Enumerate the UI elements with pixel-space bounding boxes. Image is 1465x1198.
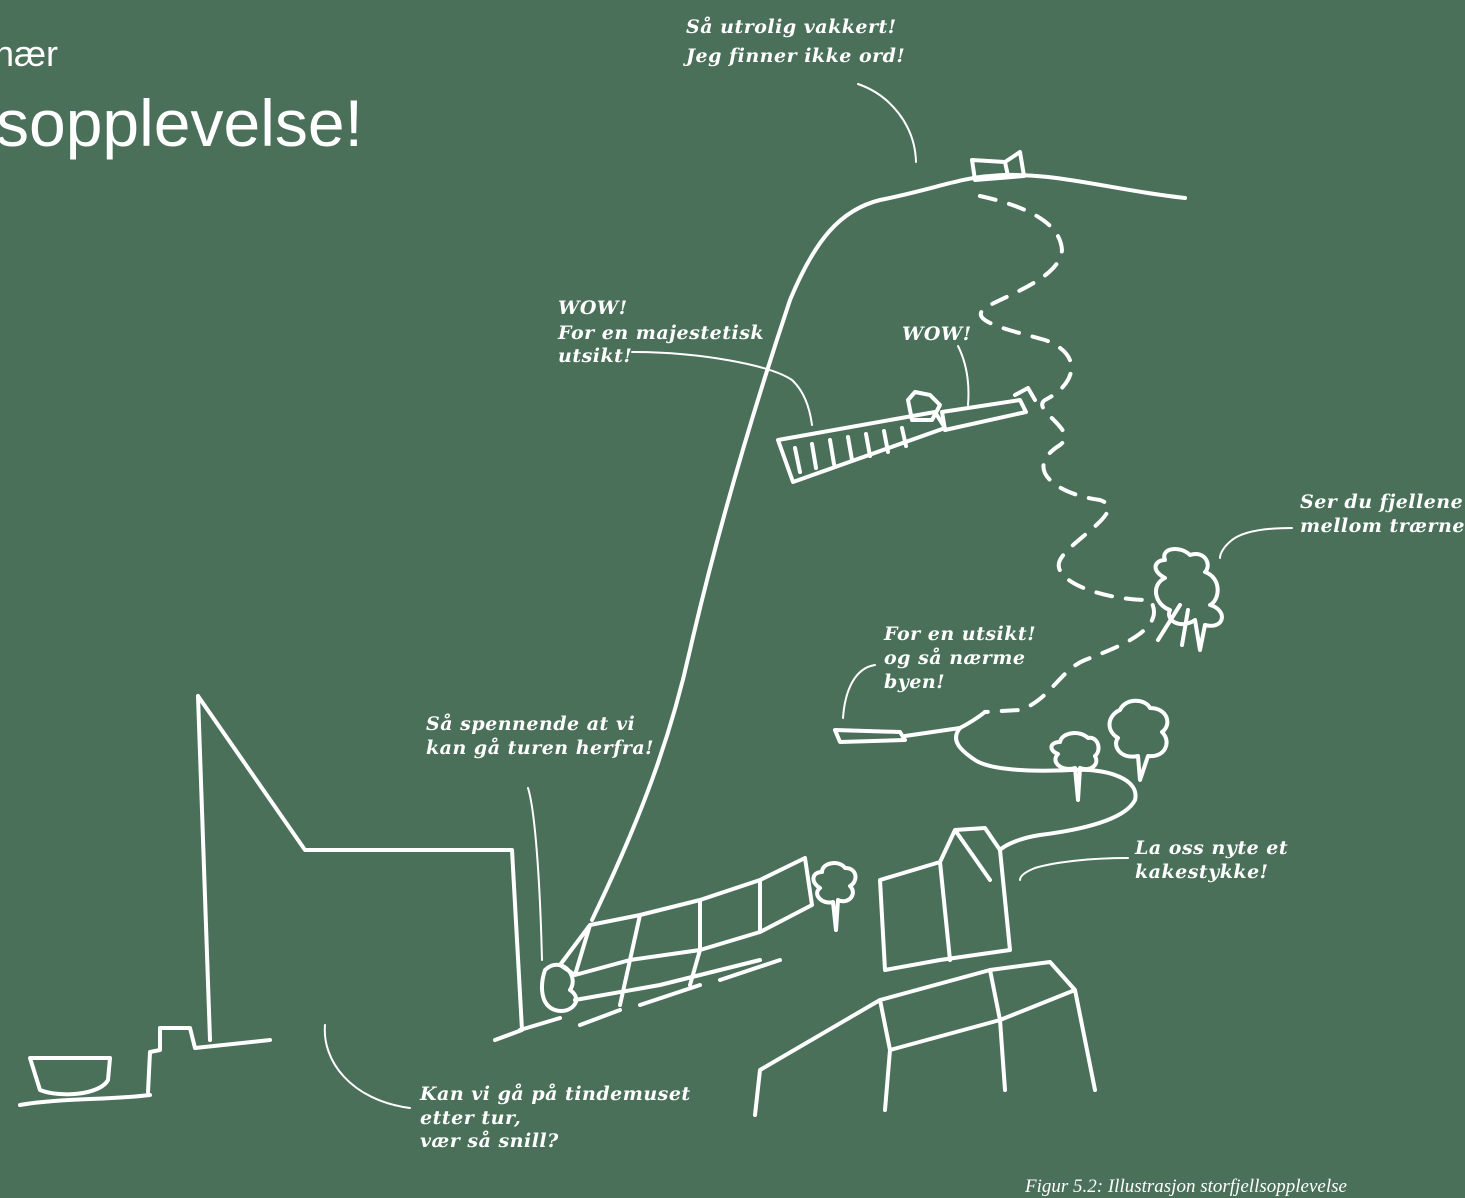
- speech-wow-small: WOW!: [902, 323, 972, 345]
- callout-line-start: [528, 788, 542, 960]
- callout-line-city: [843, 665, 875, 718]
- stone-blocks-left: [560, 858, 812, 1005]
- callout-line-majestic: [632, 352, 812, 425]
- figure-caption: Figur 5.2: Illustrasjon storfjellsopplev…: [1025, 1176, 1347, 1198]
- callout-line-museum: [325, 1025, 410, 1108]
- speech-wow-majestic: WOW! For en majestetisk utsikt!: [557, 297, 771, 367]
- callout-line-wow: [958, 346, 968, 405]
- stone-blocks-front: [755, 962, 1095, 1115]
- tree-cliff: [813, 863, 855, 930]
- callout-line-top: [858, 84, 916, 162]
- lower-viewpoint: [835, 712, 985, 742]
- viewpoint-platform: [778, 412, 945, 482]
- speech-top: Så utrolig vakkert! Jeg finner ikke ord!: [683, 15, 905, 67]
- rock-pile: [520, 960, 780, 1030]
- speech-museum: Kan vi gå på tindemuset etter tur, vær s…: [419, 1082, 698, 1152]
- tree-right-small: [1051, 733, 1098, 800]
- boat-shape: [20, 1058, 150, 1105]
- stone-blocks-right: [880, 828, 1010, 970]
- speech-cake: La oss nyte et kakestykke!: [1134, 837, 1295, 883]
- viewpoint-bench: [942, 388, 1035, 430]
- speech-start-trip: Så spennende at vi kan gå turen herfra!: [426, 712, 654, 759]
- tree-right-top: [1156, 549, 1222, 650]
- speech-city-view: For en utsikt! og så nærme byen!: [883, 623, 1043, 693]
- callout-line-cake: [1020, 858, 1128, 880]
- lower-trail: [956, 728, 1136, 850]
- speech-mountains: Ser du fjellene mellom trærne?: [1300, 491, 1465, 537]
- mountain-outline: [592, 175, 1185, 920]
- tree-right-lower: [1110, 701, 1168, 780]
- callout-line-mountains: [1220, 528, 1292, 558]
